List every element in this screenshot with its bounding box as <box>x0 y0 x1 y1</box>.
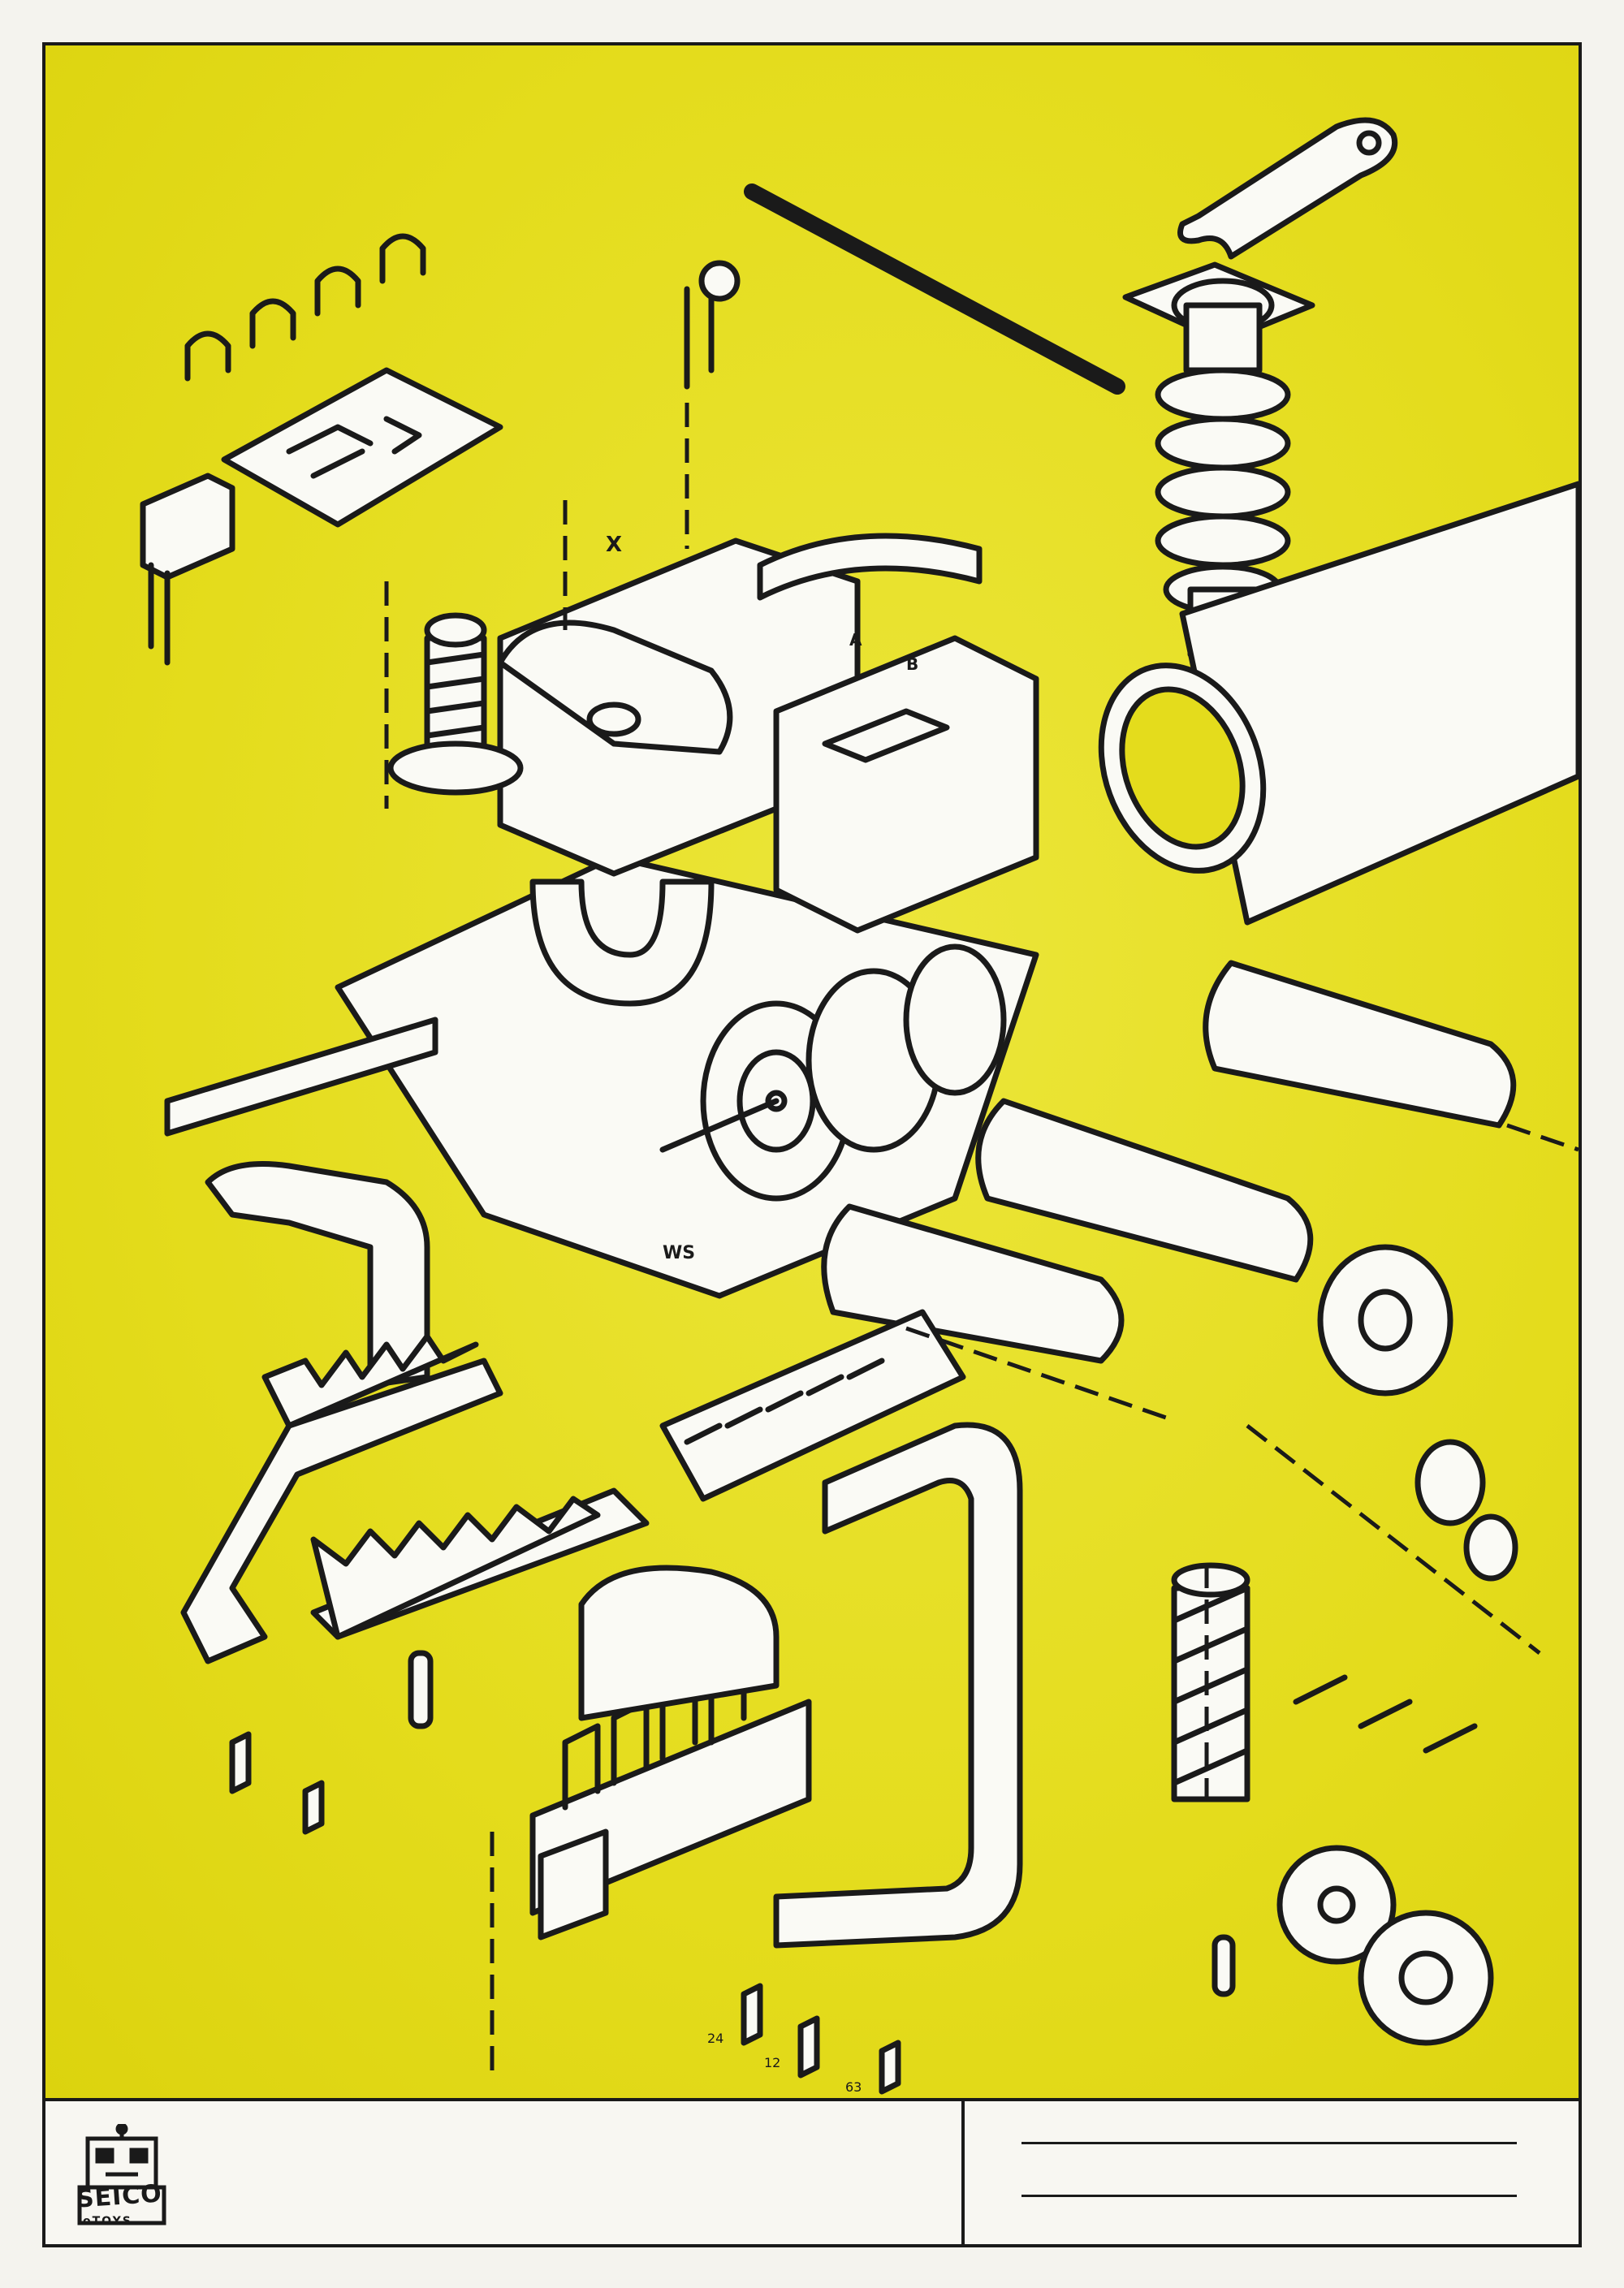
pins <box>408 1650 1478 1997</box>
label-b: B <box>906 654 919 674</box>
title-block: SEICO oTOYS <box>45 2098 1579 2244</box>
u-pipe <box>529 879 715 1007</box>
wrench-part <box>1177 117 1397 260</box>
label-bolt-3: 63 <box>845 2079 862 2095</box>
exploded-machine-illustration: WS A B X 24 12 63 <box>45 45 1579 2098</box>
dome-cover <box>578 1565 780 1721</box>
threaded-screw <box>387 612 524 796</box>
sprocket-gear <box>1276 1845 1494 2046</box>
machine-drawing <box>140 117 1579 2095</box>
label-bolt-2: 12 <box>764 2055 781 2070</box>
claw-jaw <box>180 1333 650 1664</box>
bolts <box>229 1731 901 2095</box>
gear-wheel <box>1317 1244 1518 1582</box>
coil-spring <box>1171 1562 1250 1802</box>
perforated-strip <box>164 533 983 1137</box>
label-ws: WS <box>663 1243 696 1263</box>
seico-robot-logo <box>77 2124 166 2225</box>
logo-text: SEICO <box>75 2179 163 2214</box>
conveyor-belt <box>659 1309 966 1502</box>
logo-cell: SEICO oTOYS <box>45 2101 965 2244</box>
motor-drum <box>659 943 1007 1202</box>
label-axis-x: X <box>606 533 623 557</box>
large-pipe <box>1098 481 1579 926</box>
rod-handle <box>684 183 1125 395</box>
assembly-guide-lines <box>384 403 1579 2075</box>
write-line-2 <box>1021 2195 1517 2197</box>
label-bolt-1: 24 <box>707 2031 724 2046</box>
write-line-1 <box>1021 2142 1517 2144</box>
bent-pipe <box>205 1161 430 1388</box>
vertical-cylinder <box>497 619 733 755</box>
poster-frame: WS A B X 24 12 63 SEICO oTOYS <box>42 42 1582 2247</box>
u-frame <box>773 1422 1023 1949</box>
plug-part <box>140 473 235 666</box>
label-a: A <box>849 630 862 650</box>
title-info-cell <box>965 2101 1575 2244</box>
logo-subtext: oTOYS <box>83 2215 132 2228</box>
staple-parts <box>184 233 426 382</box>
circuit-board <box>221 367 503 528</box>
